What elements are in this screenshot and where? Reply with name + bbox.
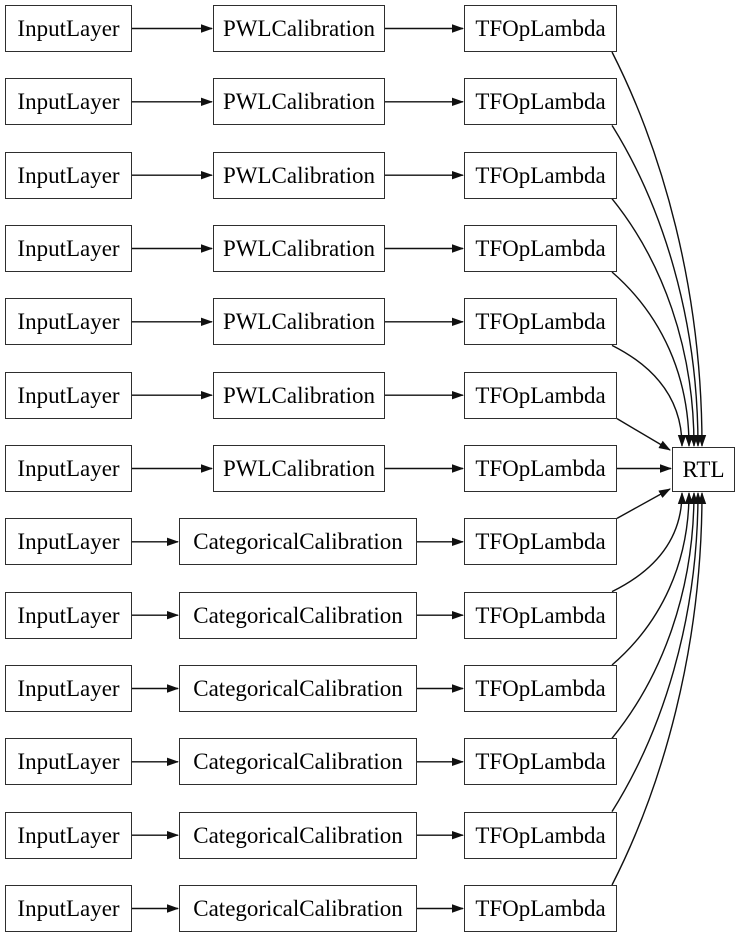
- node-inputlayer-3: InputLayer: [5, 224, 132, 272]
- node-calibration-11: CategoricalCalibration: [179, 811, 417, 859]
- node-tfoplambda-2: TFOpLambda: [464, 151, 617, 199]
- edge-op-to-rtl-3: [611, 271, 694, 447]
- node-calibration-7: CategoricalCalibration: [179, 518, 417, 566]
- node-inputlayer-10: InputLayer: [5, 738, 132, 786]
- node-calibration-12: CategoricalCalibration: [179, 884, 417, 932]
- node-rtl: RTL: [672, 447, 735, 492]
- node-inputlayer-12: InputLayer: [5, 884, 132, 932]
- node-calibration-10: CategoricalCalibration: [179, 738, 417, 786]
- edge-op-to-rtl-2: [611, 198, 699, 447]
- node-tfoplambda-4: TFOpLambda: [464, 298, 617, 346]
- node-inputlayer-9: InputLayer: [5, 664, 132, 712]
- node-inputlayer-5: InputLayer: [5, 371, 132, 419]
- node-calibration-4: PWLCalibration: [213, 298, 385, 346]
- edge-op-to-rtl-4: [611, 344, 687, 447]
- node-calibration-1: PWLCalibration: [213, 78, 385, 126]
- node-tfoplambda-8: TFOpLambda: [464, 591, 617, 639]
- node-inputlayer-0: InputLayer: [5, 5, 132, 52]
- edge-op-to-rtl-12: [611, 492, 707, 886]
- node-calibration-0: PWLCalibration: [213, 5, 385, 52]
- node-tfoplambda-1: TFOpLambda: [464, 78, 617, 126]
- node-tfoplambda-11: TFOpLambda: [464, 811, 617, 859]
- node-calibration-3: PWLCalibration: [213, 224, 385, 272]
- node-calibration-2: PWLCalibration: [213, 151, 385, 199]
- node-tfoplambda-7: TFOpLambda: [464, 518, 617, 566]
- node-calibration-6: PWLCalibration: [213, 444, 385, 492]
- node-tfoplambda-10: TFOpLambda: [464, 738, 617, 786]
- node-tfoplambda-0: TFOpLambda: [464, 5, 617, 52]
- node-tfoplambda-6: TFOpLambda: [464, 444, 617, 492]
- edge-op-to-rtl-7: [616, 488, 671, 519]
- node-inputlayer-2: InputLayer: [5, 151, 132, 199]
- node-inputlayer-8: InputLayer: [5, 591, 132, 639]
- node-inputlayer-4: InputLayer: [5, 298, 132, 346]
- node-tfoplambda-9: TFOpLambda: [464, 664, 617, 712]
- edge-op-to-rtl-11: [611, 492, 703, 813]
- edge-op-to-rtl-1: [611, 124, 703, 447]
- node-calibration-5: PWLCalibration: [213, 371, 385, 419]
- node-inputlayer-7: InputLayer: [5, 518, 132, 566]
- node-calibration-8: CategoricalCalibration: [179, 591, 417, 639]
- edge-op-to-rtl-5: [616, 418, 671, 451]
- node-calibration-9: CategoricalCalibration: [179, 664, 417, 712]
- edge-op-to-rtl-8: [611, 492, 687, 593]
- node-inputlayer-11: InputLayer: [5, 811, 132, 859]
- node-tfoplambda-5: TFOpLambda: [464, 371, 617, 419]
- node-tfoplambda-12: TFOpLambda: [464, 884, 617, 932]
- edge-op-to-rtl-0: [611, 51, 707, 447]
- node-inputlayer-1: InputLayer: [5, 78, 132, 126]
- edge-op-to-rtl-10: [611, 492, 699, 739]
- node-inputlayer-6: InputLayer: [5, 444, 132, 492]
- edge-op-to-rtl-9: [611, 492, 694, 666]
- node-tfoplambda-3: TFOpLambda: [464, 224, 617, 272]
